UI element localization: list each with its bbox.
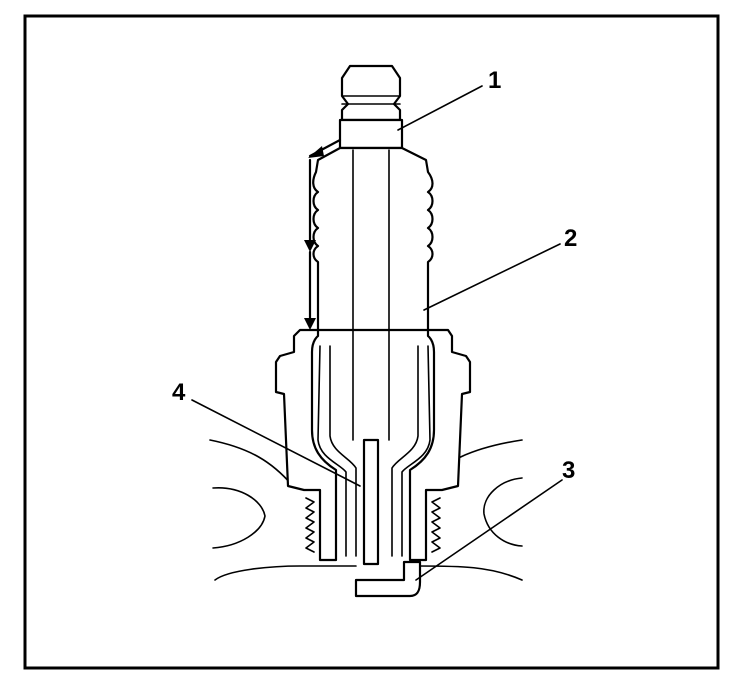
- leader-line-3: [415, 479, 563, 581]
- insulator-nose: [317, 345, 347, 557]
- callout-label-2: 2: [564, 225, 577, 252]
- shell-threads: [305, 497, 441, 553]
- callout-label-1: 1: [488, 67, 501, 94]
- hex-shell: [274, 328, 338, 562]
- leader-line-1: [397, 85, 483, 131]
- terminal-nut: [340, 64, 402, 122]
- ground-electrode: [354, 560, 422, 598]
- callout-label-4: 4: [172, 379, 186, 406]
- ceramic-insulator: [312, 146, 434, 332]
- leader-line-2: [423, 243, 561, 311]
- center-electrode: [362, 438, 380, 566]
- measurement-arrow: [304, 138, 342, 330]
- leader-line-4: [191, 399, 361, 487]
- terminal-collar: [338, 118, 404, 150]
- callout-label-3: 3: [562, 457, 575, 484]
